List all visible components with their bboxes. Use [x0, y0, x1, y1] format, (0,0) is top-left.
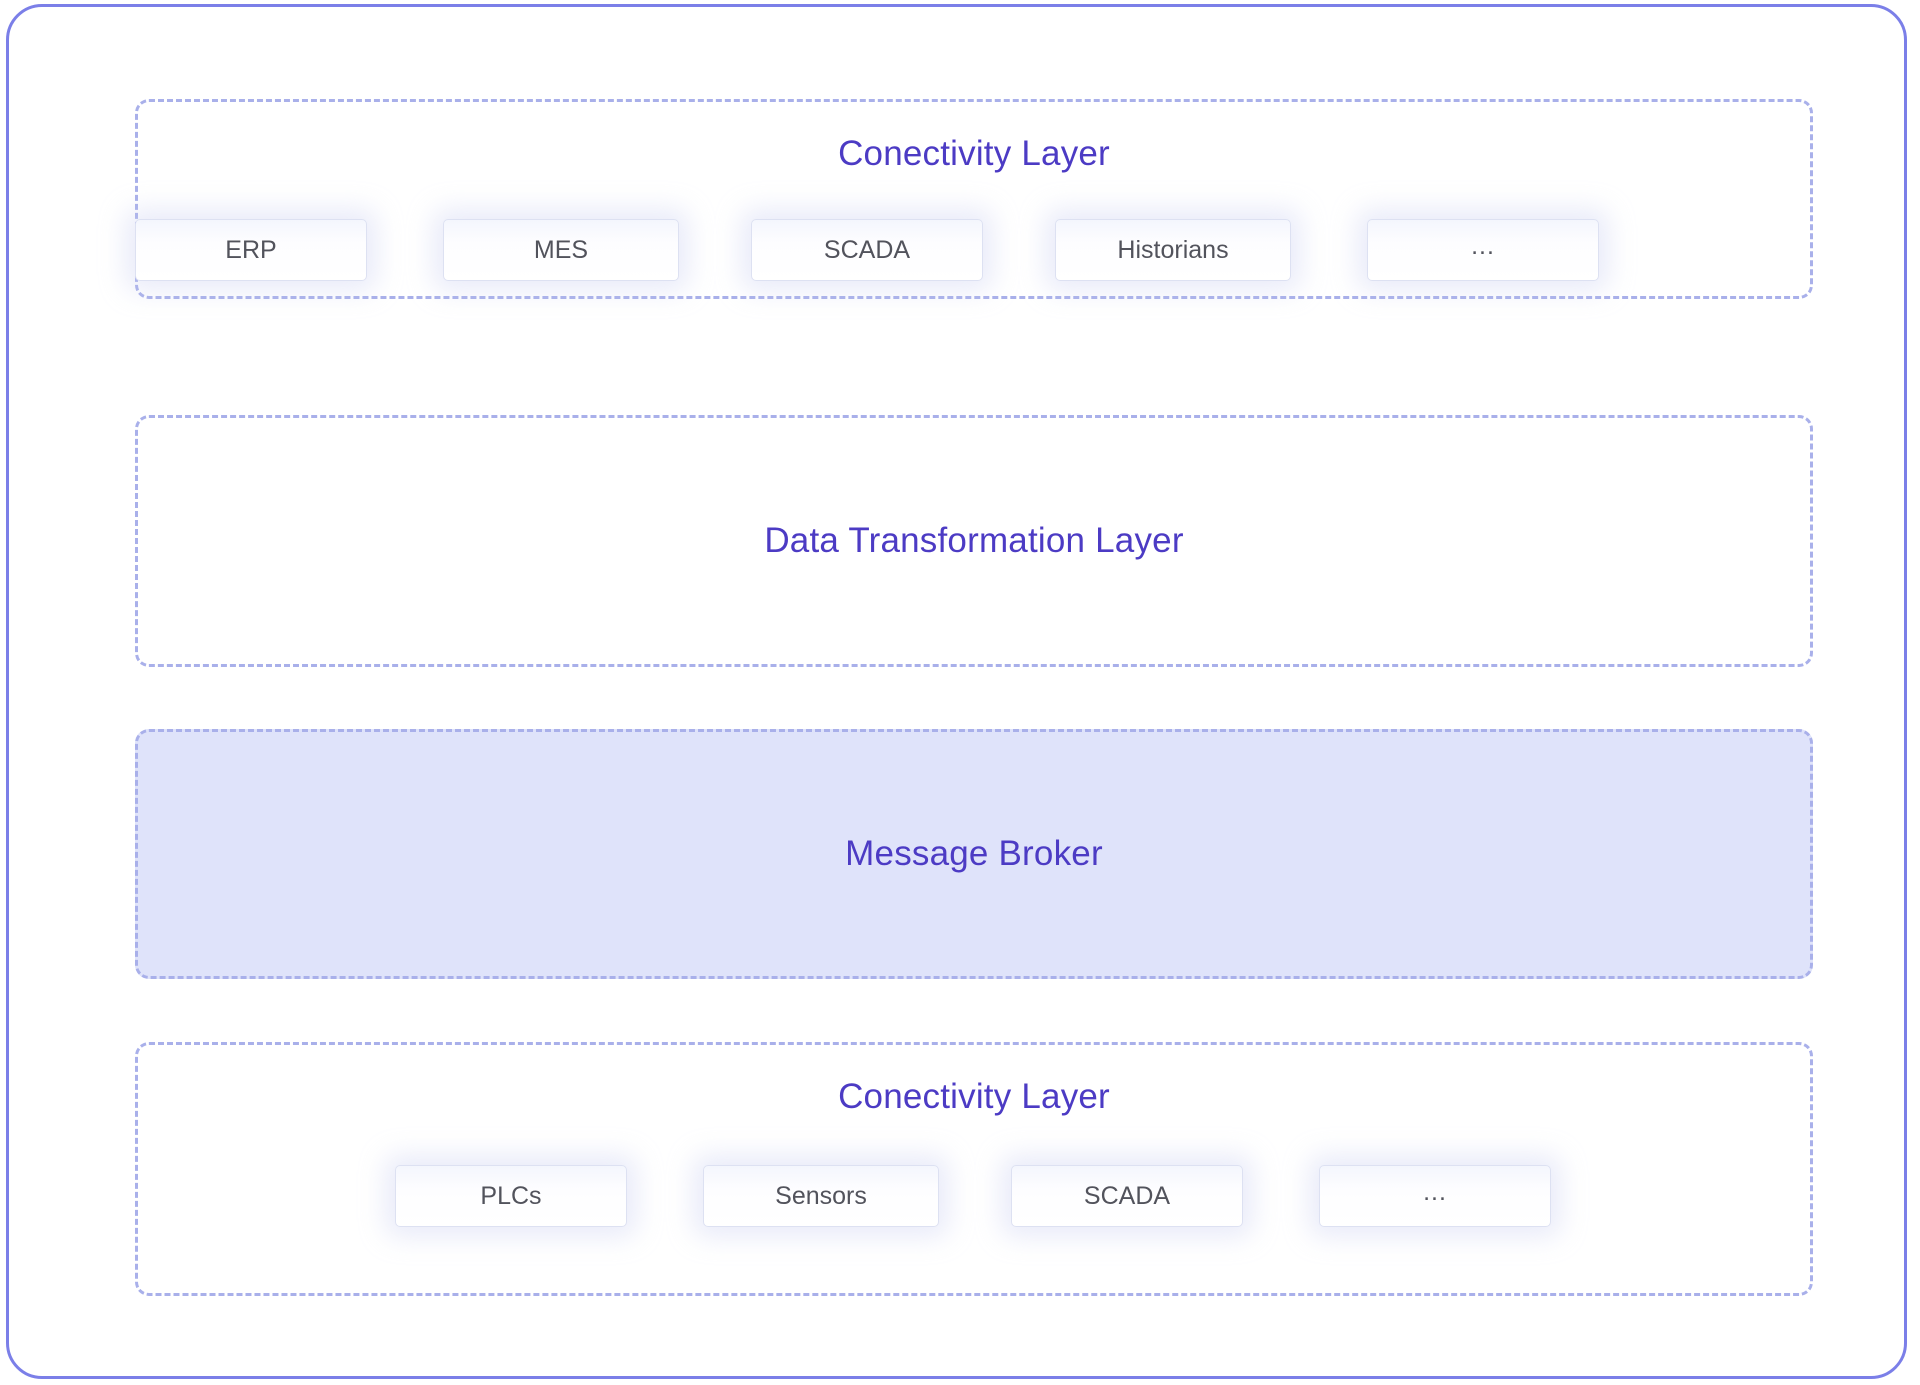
- node-box-more-bottom[interactable]: ...: [1319, 1165, 1551, 1227]
- layer-connectivity-top: Conectivity Layer: [135, 99, 1813, 299]
- node-box-mes[interactable]: MES: [443, 219, 679, 281]
- layer-title-connectivity-bottom: Conectivity Layer: [838, 1077, 1110, 1116]
- node-box-sensors[interactable]: Sensors: [703, 1165, 939, 1227]
- node-row-connectivity-bottom: PLCs Sensors SCADA ...: [395, 1165, 1715, 1227]
- layer-message-broker: Message Broker: [135, 729, 1813, 979]
- node-box-plcs[interactable]: PLCs: [395, 1165, 627, 1227]
- node-row-connectivity-top: ERP MES SCADA Historians ...: [135, 219, 1813, 281]
- layer-data-transformation: Data Transformation Layer: [135, 415, 1813, 667]
- node-box-more-top[interactable]: ...: [1367, 219, 1599, 281]
- layer-title-data-transformation: Data Transformation Layer: [764, 521, 1184, 560]
- node-box-historians[interactable]: Historians: [1055, 219, 1291, 281]
- layer-connectivity-bottom: Conectivity Layer: [135, 1042, 1813, 1296]
- architecture-diagram-container: Conectivity Layer ERP MES SCADA Historia…: [6, 4, 1907, 1379]
- node-box-erp[interactable]: ERP: [135, 219, 367, 281]
- node-box-scada-bottom[interactable]: SCADA: [1011, 1165, 1243, 1227]
- node-box-scada-top[interactable]: SCADA: [751, 219, 983, 281]
- layer-title-message-broker: Message Broker: [845, 834, 1103, 873]
- layer-title-connectivity-top: Conectivity Layer: [838, 134, 1110, 173]
